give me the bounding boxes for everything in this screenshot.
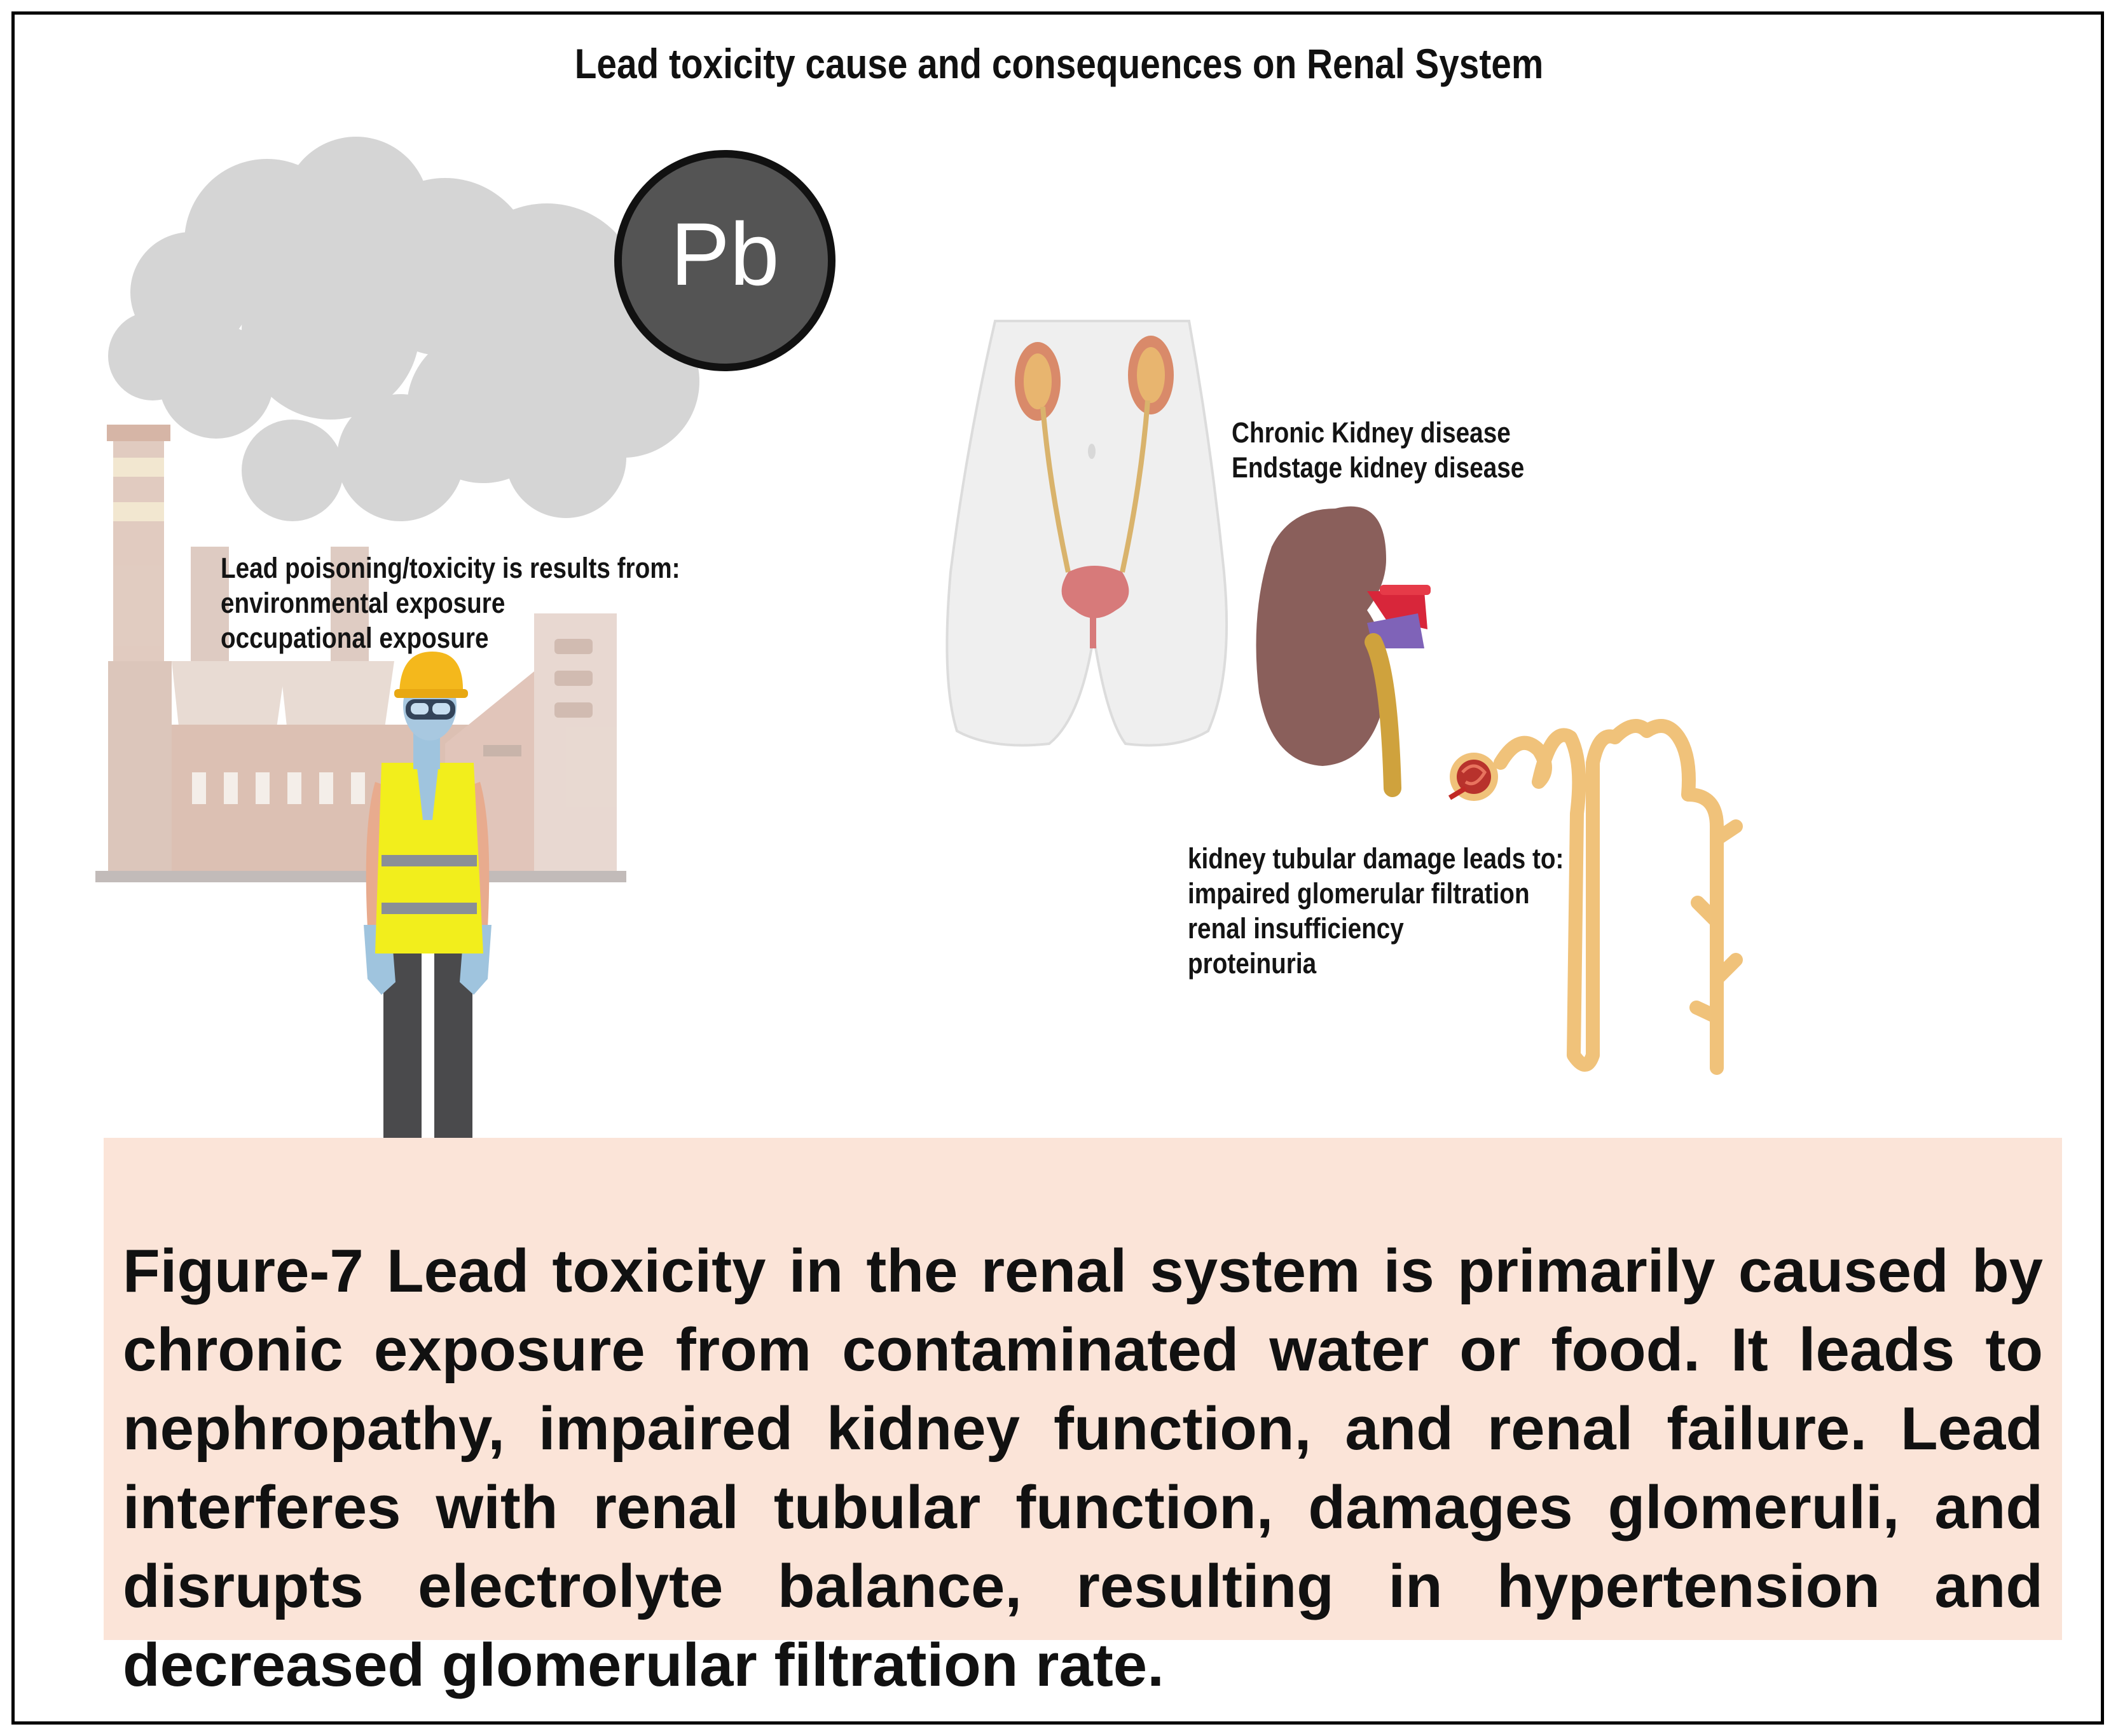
urinary-system-illustration <box>946 320 1228 747</box>
cause-label-item: environmental exposure <box>221 587 505 619</box>
kidney-illustration <box>1256 506 1431 797</box>
disease-label-item: Chronic Kidney disease <box>1232 416 1511 449</box>
caption-text: Lead toxicity in the renal system is pri… <box>123 1237 2044 1699</box>
factory-illustration <box>95 137 699 882</box>
caption-box: Figure-7 Lead toxicity in the renal syst… <box>104 1138 2062 1699</box>
cause-label-item: occupational exposure <box>221 622 489 654</box>
tubular-label-item: renal insufficiency <box>1188 912 1404 945</box>
figure-id: Figure-7 <box>123 1237 364 1305</box>
worker-illustration <box>364 652 492 1144</box>
lead-element-icon: Pb <box>614 150 836 371</box>
lead-symbol: Pb <box>670 204 779 304</box>
disease-label-item: Endstage kidney disease <box>1232 451 1525 484</box>
cause-label: Lead poisoning/toxicity is results from:… <box>221 550 680 655</box>
cause-label-heading: Lead poisoning/toxicity is results from: <box>221 552 680 584</box>
tubular-label-item: proteinuria <box>1188 947 1317 980</box>
tubular-label-item: impaired glomerular filtration <box>1188 877 1530 910</box>
tubular-label-heading: kidney tubular damage leads to: <box>1188 842 1564 875</box>
illustration: Pb <box>95 137 1743 1144</box>
smoke-cloud <box>108 137 699 521</box>
nephron-illustration <box>1494 719 1743 1075</box>
figure-title: Lead toxicity cause and consequences on … <box>574 40 1544 87</box>
disease-label: Chronic Kidney disease Endstage kidney d… <box>1232 415 1524 485</box>
tubular-label: kidney tubular damage leads to: impaired… <box>1188 841 1564 981</box>
glomerulus-icon <box>1448 753 1498 801</box>
figure-caption: Figure-7 Lead toxicity in the renal syst… <box>123 1232 2043 1705</box>
